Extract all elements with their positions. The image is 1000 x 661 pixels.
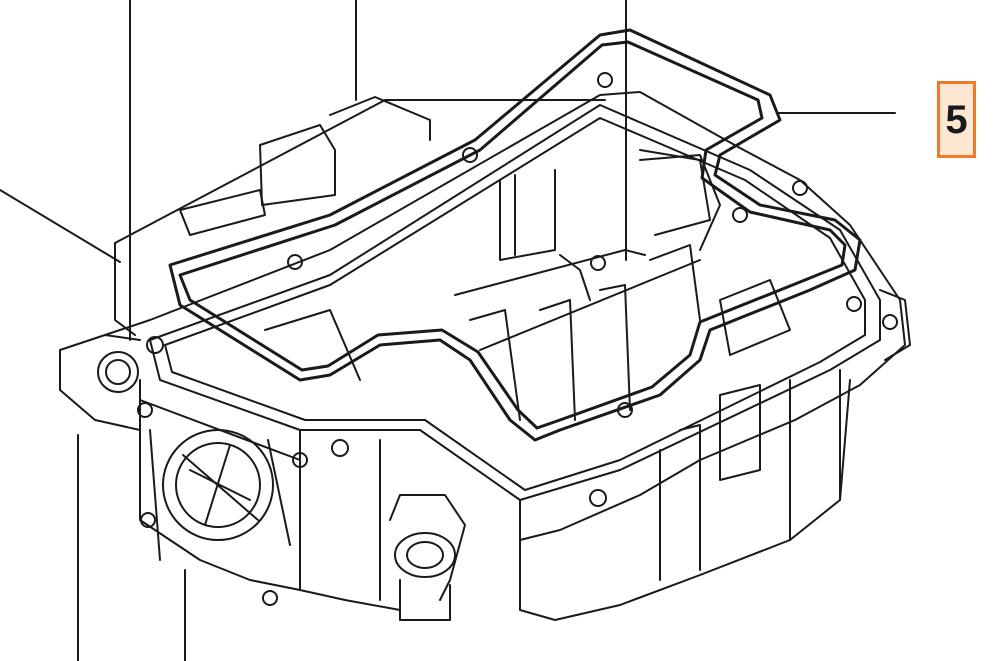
- drain-spigot: [389, 494, 466, 621]
- air-inlet: [139, 379, 301, 591]
- gasket-ring: [168, 28, 862, 442]
- side-clips: [179, 149, 911, 501]
- bolt-holes: [97, 72, 898, 606]
- housing-body: [59, 91, 906, 621]
- part-number-label: 5: [945, 97, 968, 142]
- part-number-callout[interactable]: 5: [937, 81, 976, 158]
